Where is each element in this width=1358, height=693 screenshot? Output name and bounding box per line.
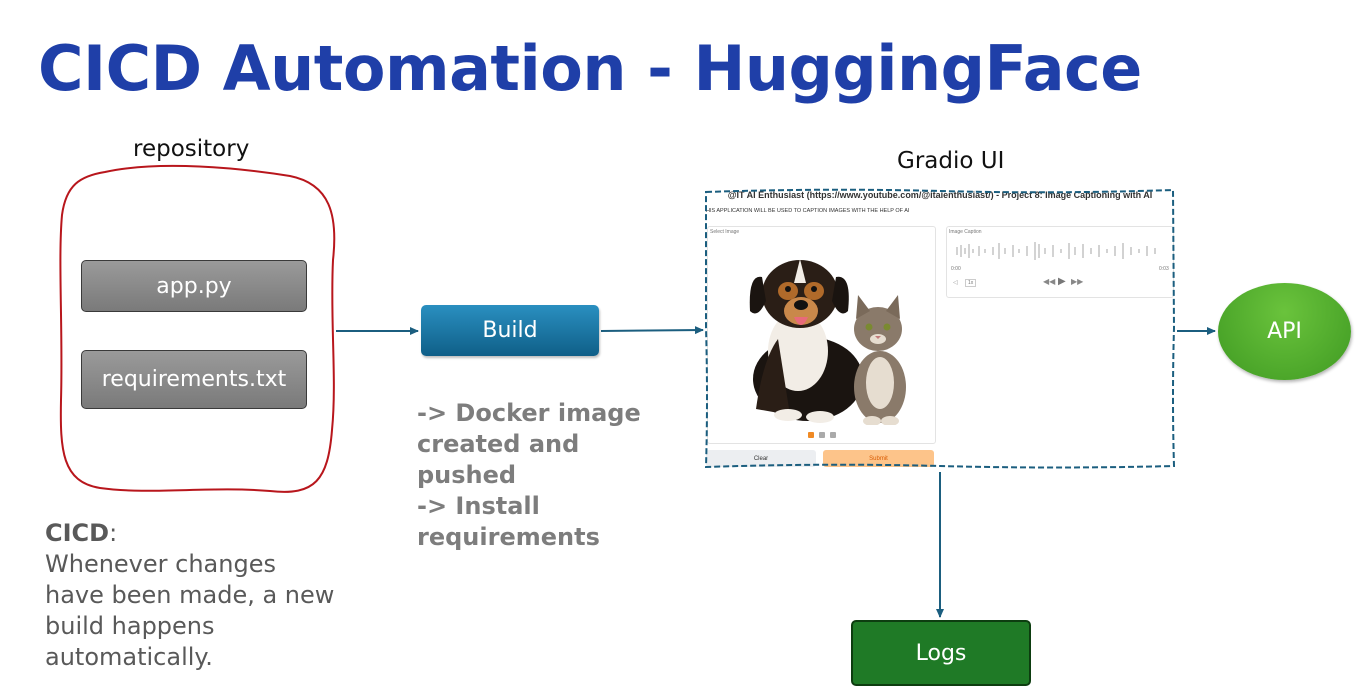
file-app-py: app.py (81, 260, 307, 312)
build-note-line: created and pushed (417, 430, 580, 489)
logs-node: Logs (851, 620, 1031, 686)
volume-icon[interactable]: ◁ (953, 280, 958, 286)
gradio-dashed-border (704, 188, 1176, 469)
build-note-line: requirements (417, 523, 600, 551)
cicd-line: build happens (45, 612, 215, 640)
cicd-term: CICD (45, 519, 110, 547)
api-node: API (1218, 283, 1351, 380)
rewind-icon[interactable]: ◀◀ (1043, 277, 1056, 286)
image-toolbar-icons (808, 432, 836, 438)
gradio-clear-button[interactable]: Clear (706, 450, 816, 467)
playback-speed[interactable]: 1x (965, 279, 977, 287)
play-icon[interactable]: ▶ (1058, 276, 1066, 287)
caption-output-label: Image Caption (949, 229, 982, 235)
build-notes: -> Docker image created and pushed -> In… (417, 398, 677, 553)
image-input-label: Select Image (710, 229, 740, 235)
gradio-image-input-panel: Select Image (707, 226, 936, 444)
audio-time-start: 0:00 (951, 266, 961, 272)
gradio-ui-screenshot: @IT AI Enthusiast (https://www.youtube.c… (704, 188, 1176, 470)
gradio-caption-output-panel: Image Caption 0:00 0:03 ◁ (946, 226, 1174, 298)
repository-label: repository (133, 136, 250, 162)
build-node: Build (421, 305, 599, 356)
repository-container-border (59, 164, 336, 493)
cicd-line: have been made, a new (45, 581, 335, 609)
fast-forward-icon[interactable]: ▶▶ (1071, 277, 1084, 286)
build-note-line: -> Docker image (417, 399, 641, 427)
cicd-line: Whenever changes (45, 550, 276, 578)
audio-time-end: 0:03 (1159, 266, 1169, 272)
build-note-line: -> Install (417, 492, 540, 520)
gradio-app-header: @IT AI Enthusiast (https://www.youtube.c… (727, 190, 1153, 200)
audio-waveform (956, 242, 1156, 260)
cicd-line: automatically. (45, 643, 213, 671)
gradio-submit-button[interactable]: Submit (823, 450, 934, 467)
dog-and-cat-image (749, 259, 906, 425)
cicd-description: CICD: Whenever changes have been made, a… (45, 518, 345, 673)
page-title: CICD Automation - HuggingFace (38, 32, 1142, 105)
gradio-label: Gradio UI (897, 148, 1005, 174)
file-requirements-txt: requirements.txt (81, 350, 307, 409)
gradio-app-subheader: HIS APPLICATION WILL BE USED TO CAPTION … (706, 208, 910, 214)
arrow-build-to-gradio (600, 326, 704, 335)
